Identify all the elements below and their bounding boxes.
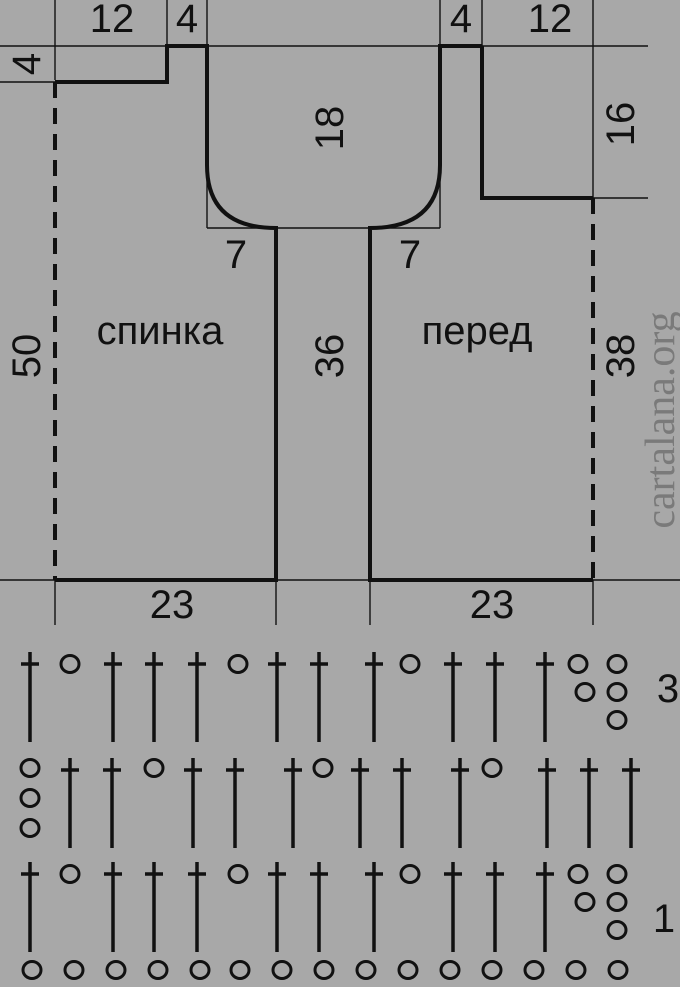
double-crochet-icon bbox=[580, 758, 598, 848]
double-crochet-icon bbox=[310, 862, 328, 952]
chain-icon bbox=[105, 960, 127, 980]
dim-front-width: 23 bbox=[470, 583, 515, 627]
double-crochet-icon bbox=[104, 652, 122, 742]
chain-icon bbox=[59, 654, 81, 674]
double-crochet-icon bbox=[444, 862, 462, 952]
double-crochet-icon bbox=[365, 652, 383, 742]
dim-right-curve: 7 bbox=[399, 233, 421, 277]
label-front: перед bbox=[422, 309, 533, 353]
double-crochet-icon bbox=[226, 758, 244, 848]
chain-icon bbox=[481, 960, 503, 980]
chain-icon bbox=[606, 682, 628, 702]
chain-icon bbox=[355, 960, 377, 980]
double-crochet-icon bbox=[538, 758, 556, 848]
chain-icon bbox=[189, 960, 211, 980]
chain-icon bbox=[565, 960, 587, 980]
double-crochet-icon bbox=[268, 652, 286, 742]
chain-icon bbox=[147, 960, 169, 980]
double-crochet-icon bbox=[444, 652, 462, 742]
dim-top-right-width: 12 bbox=[528, 0, 573, 41]
double-crochet-icon bbox=[21, 862, 39, 952]
chain-icon bbox=[399, 864, 421, 884]
chain-icon bbox=[19, 788, 41, 808]
double-crochet-icon bbox=[486, 652, 504, 742]
chain-icon bbox=[229, 960, 251, 980]
side-seams bbox=[53, 82, 595, 580]
stitch-chart bbox=[19, 652, 640, 980]
pattern-outline bbox=[55, 44, 593, 582]
chain-icon bbox=[567, 654, 589, 674]
dim-left-shoulder-drop: 4 bbox=[5, 53, 49, 75]
dim-top-left-neck: 4 bbox=[176, 0, 198, 41]
chain-icon bbox=[59, 864, 81, 884]
dim-top-left-width: 12 bbox=[90, 0, 135, 41]
double-crochet-icon bbox=[486, 862, 504, 952]
row-label-3: 3 bbox=[657, 667, 679, 711]
double-crochet-icon bbox=[184, 758, 202, 848]
watermark: cartalana.org bbox=[638, 311, 680, 528]
chain-icon bbox=[63, 960, 85, 980]
chain-icon bbox=[271, 960, 293, 980]
chain-icon bbox=[574, 892, 596, 912]
chain-icon bbox=[227, 654, 249, 674]
dim-top-right-neck: 4 bbox=[450, 0, 472, 41]
chain-icon bbox=[21, 960, 43, 980]
chain-icon bbox=[606, 710, 628, 730]
chain-icon bbox=[397, 960, 419, 980]
dim-back-width: 23 bbox=[150, 583, 195, 627]
chain-icon bbox=[606, 920, 628, 940]
chain-icon bbox=[439, 960, 461, 980]
chain-icon bbox=[606, 654, 628, 674]
chain-icon bbox=[227, 864, 249, 884]
chain-icon bbox=[574, 682, 596, 702]
double-crochet-icon bbox=[622, 758, 640, 848]
chain-icon bbox=[313, 960, 335, 980]
double-crochet-icon bbox=[284, 758, 302, 848]
chain-icon bbox=[19, 818, 41, 838]
label-back: спинка bbox=[97, 309, 224, 353]
row-label-1: 1 bbox=[653, 897, 675, 941]
double-crochet-icon bbox=[268, 862, 286, 952]
chain-icon bbox=[567, 864, 589, 884]
chain-icon bbox=[607, 960, 629, 980]
chain-icon bbox=[19, 758, 41, 778]
dim-neck-depth: 18 bbox=[308, 106, 352, 151]
double-crochet-icon bbox=[145, 652, 163, 742]
chain-icon bbox=[312, 758, 334, 778]
chain-icon bbox=[606, 864, 628, 884]
double-crochet-icon bbox=[21, 652, 39, 742]
double-crochet-icon bbox=[103, 758, 121, 848]
dim-right-shoulder-drop: 16 bbox=[599, 102, 643, 147]
double-crochet-icon bbox=[145, 862, 163, 952]
dim-back-height: 50 bbox=[5, 334, 49, 379]
double-crochet-icon bbox=[451, 758, 469, 848]
double-crochet-icon bbox=[536, 652, 554, 742]
double-crochet-icon bbox=[310, 652, 328, 742]
chain-icon bbox=[399, 654, 421, 674]
double-crochet-icon bbox=[104, 862, 122, 952]
double-crochet-icon bbox=[351, 758, 369, 848]
double-crochet-icon bbox=[393, 758, 411, 848]
double-crochet-icon bbox=[188, 652, 206, 742]
chain-icon bbox=[606, 892, 628, 912]
chain-icon bbox=[143, 758, 165, 778]
double-crochet-icon bbox=[188, 862, 206, 952]
chain-icon bbox=[481, 758, 503, 778]
dim-center-height: 36 bbox=[308, 334, 352, 379]
dim-left-curve: 7 bbox=[225, 233, 247, 277]
double-crochet-icon bbox=[61, 758, 79, 848]
chain-icon bbox=[523, 960, 545, 980]
dim-front-height: 38 bbox=[599, 334, 643, 379]
double-crochet-icon bbox=[536, 862, 554, 952]
double-crochet-icon bbox=[365, 862, 383, 952]
